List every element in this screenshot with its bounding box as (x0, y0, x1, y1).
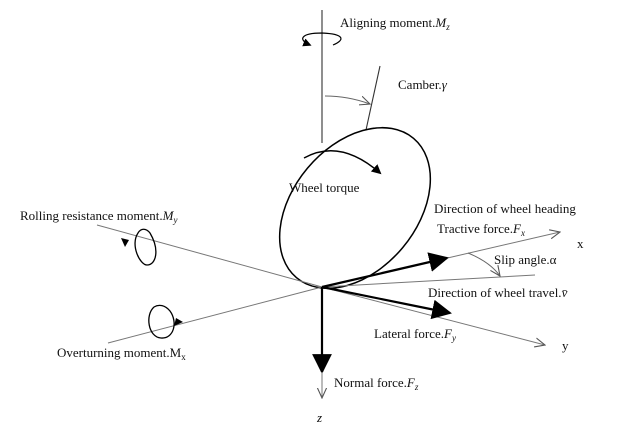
rolling-resistance-label: Rolling resistance moment.My (20, 208, 177, 225)
aligning-moment-label: Aligning moment.Mz (340, 15, 450, 32)
wheel-torque-label: Wheel torque (289, 180, 360, 195)
normal-force-label: Normal force.Fz (334, 375, 419, 392)
tractive-force-arrow (321, 252, 449, 289)
wheel-torque-arrow (303, 150, 382, 175)
slip-angle-label: Slip angle.α (494, 252, 557, 267)
direction-travel-label: Direction of wheel travel.v̄ (428, 285, 568, 300)
rolling-axis-left (96, 224, 323, 288)
x-axis-label: x (577, 236, 584, 251)
camber-label: Camber.γ (398, 77, 448, 92)
direction-heading-label: Direction of wheel heading (434, 201, 576, 216)
lateral-force-label: Lateral force.Fy (374, 326, 456, 343)
rolling-moment-arrowhead (121, 238, 129, 247)
overturning-axis-left (107, 286, 323, 344)
overturning-moment-ring (148, 304, 175, 339)
y-axis-label: y (562, 338, 569, 353)
wheel-ellipse (278, 126, 432, 290)
z-axis-label: z (316, 410, 322, 425)
slip-angle-arc (467, 252, 500, 276)
camber-arc (324, 95, 370, 104)
rolling-moment-ring (134, 228, 157, 266)
tractive-force-label: Tractive force.Fx (437, 221, 525, 238)
overturning-moment-arrowhead (174, 318, 183, 326)
aligning-moment-curl (302, 32, 342, 47)
lateral-force-arrow (321, 285, 452, 320)
overturning-moment-label: Overturning moment.Mx (57, 345, 186, 362)
camber-line (365, 65, 381, 131)
